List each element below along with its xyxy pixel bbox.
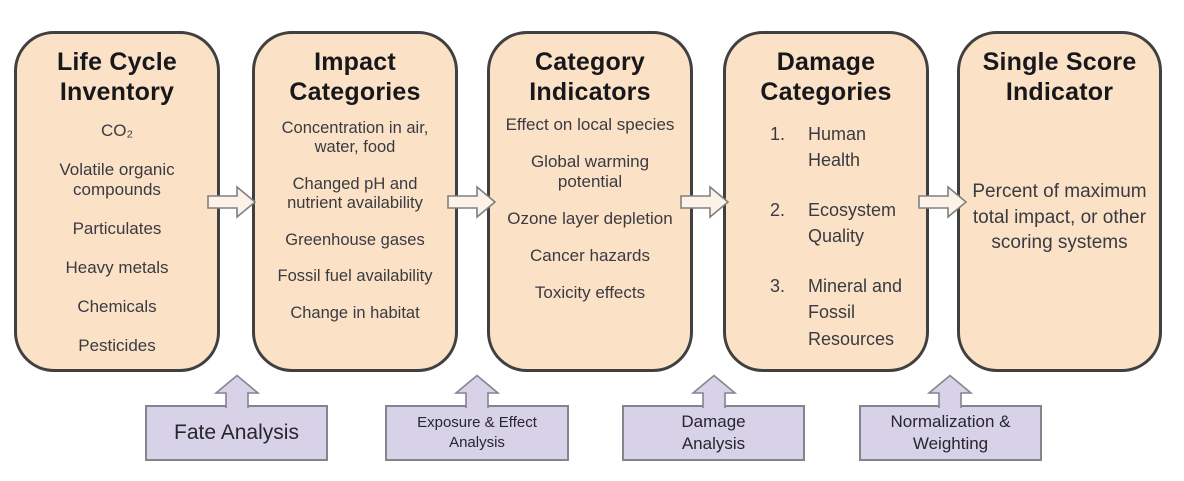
stage-item: Heavy metals — [65, 258, 169, 278]
numbered-item: 3. Mineral and Fossil Resources — [770, 273, 926, 351]
stage-item: Effect on local species — [505, 115, 675, 134]
stage-item: Concentration in air, water, food — [281, 119, 429, 157]
process-box-exposure-effect-analysis: Exposure & Effect Analysis — [385, 405, 569, 461]
stage-item: Fossil fuel availability — [277, 267, 433, 286]
stage-item: Particulates — [72, 219, 162, 239]
stage-item: Greenhouse gases — [285, 230, 425, 249]
process-label-line: Weighting — [912, 434, 989, 453]
process-box-fate-analysis: Fate Analysis — [145, 405, 328, 461]
flow-arrow-right-icon — [447, 185, 497, 219]
process-box-damage-analysis: Damage Analysis — [622, 405, 805, 461]
numbered-item: 2. Ecosystem Quality — [770, 197, 926, 249]
process-box-normalization-weighting: Normalization & Weighting — [859, 405, 1042, 461]
stage-item: Changed pH and nutrient availability — [287, 174, 423, 213]
process-label-line: Normalization & — [890, 411, 1011, 431]
stage-box-damage-categories: Damage Categories 1. Human Health 2. Eco… — [723, 31, 929, 372]
stage-item: Chemicals — [77, 297, 157, 317]
stage-numbered-list: 1. Human Health 2. Ecosystem Quality 3. … — [726, 121, 926, 352]
stage-title: Single Score Indicator — [982, 48, 1137, 106]
stage-item-list: CO₂ Volatile organic compounds Particula… — [17, 121, 217, 356]
stage-item: CO₂ — [100, 121, 134, 140]
item-number: 1. — [770, 124, 786, 144]
stage-title: Impact Categories — [289, 48, 421, 106]
stage-item-list: Effect on local species Global warming p… — [490, 115, 690, 303]
numbered-item: 1. Human Health — [770, 121, 926, 173]
item-text: Mineral and Fossil Resources — [808, 276, 903, 349]
item-number: 2. — [770, 200, 786, 221]
item-text: Ecosystem Quality — [808, 200, 897, 247]
process-label-line: Analysis — [681, 434, 746, 453]
process-label-line: Exposure & Effect — [417, 413, 537, 431]
process-label-line: Analysis — [449, 434, 505, 451]
stage-box-life-cycle-inventory: Life Cycle Inventory CO₂ Volatile organi… — [14, 31, 220, 372]
item-number: 3. — [770, 276, 786, 297]
stage-item: Volatile organic compounds — [59, 160, 175, 200]
item-text: Human Health — [808, 124, 867, 171]
stage-description: Percent of maximum total impact, or othe… — [972, 181, 1147, 254]
stage-item: Toxicity effects — [534, 283, 646, 303]
stage-box-category-indicators: Category Indicators Effect on local spec… — [487, 31, 693, 372]
stage-title: Category Indicators — [529, 48, 651, 106]
stage-item: Global warming potential — [530, 152, 650, 192]
flow-arrow-right-icon — [207, 185, 257, 219]
stage-item-list: Concentration in air, water, food Change… — [255, 119, 455, 323]
stage-item: Ozone layer depletion — [507, 209, 673, 229]
stage-item: Cancer hazards — [529, 246, 650, 266]
flow-arrow-up-icon — [691, 374, 737, 408]
stage-item: Pesticides — [78, 336, 156, 356]
process-label-line: Fate Analysis — [174, 421, 299, 444]
process-label-line: Damage — [681, 411, 746, 431]
stage-title: Damage Categories — [760, 48, 892, 106]
flow-arrow-right-icon — [680, 185, 730, 219]
flow-arrow-up-icon — [214, 374, 260, 408]
stage-box-impact-categories: Impact Categories Concentration in air, … — [252, 31, 458, 372]
flow-arrow-up-icon — [927, 374, 973, 408]
stage-box-single-score-indicator: Single Score Indicator Percent of maximu… — [957, 31, 1162, 372]
flow-arrow-up-icon — [454, 374, 500, 408]
flow-arrow-right-icon — [918, 185, 968, 219]
stage-title: Life Cycle Inventory — [56, 48, 178, 106]
stage-item: Change in habitat — [290, 303, 420, 322]
